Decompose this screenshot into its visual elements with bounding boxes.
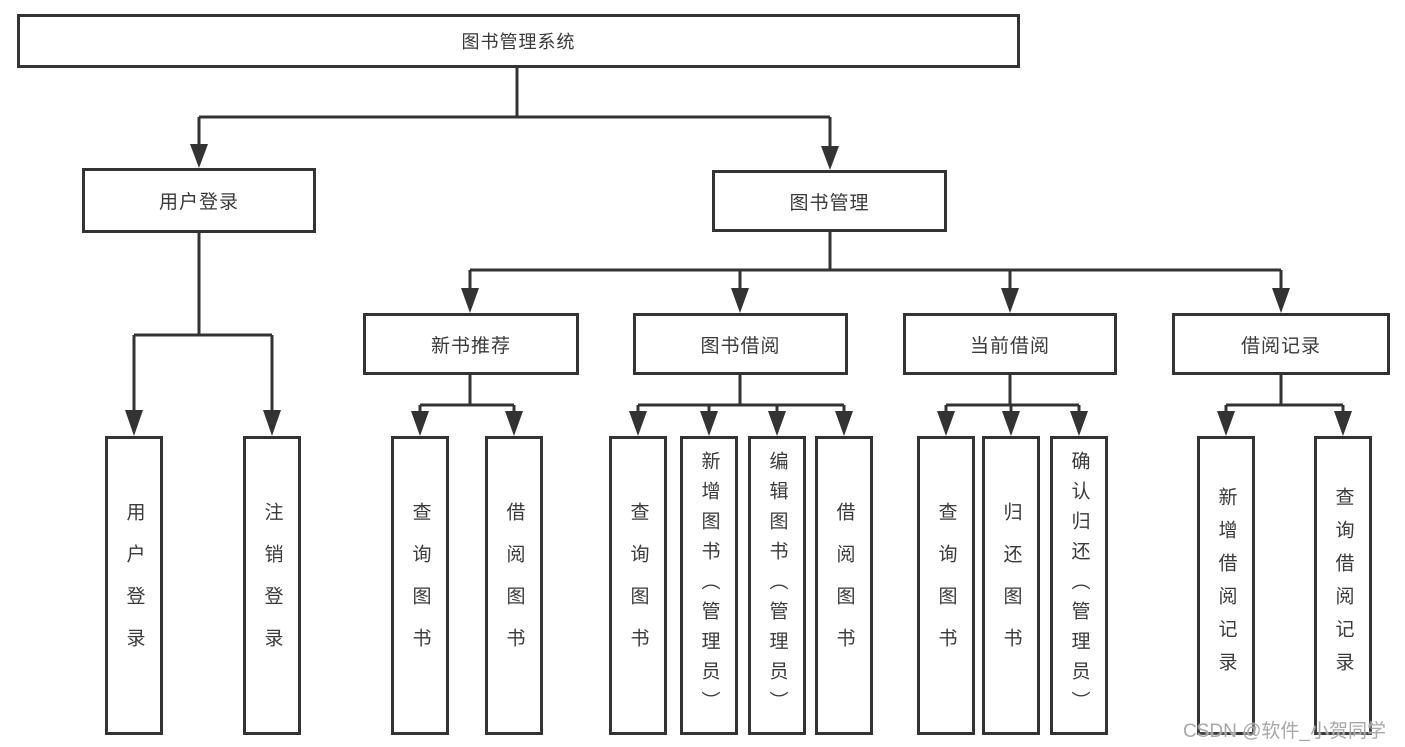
node-current-borrow: 当前借阅: [903, 313, 1117, 375]
leaf-records-add-borrow-record: 新增借阅记录: [1197, 436, 1255, 735]
node-label: 用户登录: [123, 501, 145, 670]
node-label: 查询图书: [627, 501, 649, 670]
node-label: 新书推荐: [430, 335, 511, 357]
leaf-records-query-borrow-record: 查询借阅记录: [1314, 436, 1372, 735]
node-label: 确认归还（管理员）: [1068, 450, 1090, 721]
node-label: 图书借阅: [700, 335, 781, 357]
leaf-recommend-query-books: 查询图书: [391, 436, 449, 735]
connector-current-borrow-to-leaves: [937, 375, 1088, 436]
node-label: 编辑图书（管理员）: [766, 450, 788, 721]
connector-root-to-level2: [190, 68, 839, 170]
leaf-borrow-add-books-admin: 新增图书（管理员）: [680, 436, 738, 735]
node-label: 注销登录: [261, 501, 283, 670]
node-label: 查询借阅记录: [1332, 486, 1354, 685]
node-label: 用户登录: [158, 192, 239, 213]
leaf-borrow-edit-books-admin: 编辑图书（管理员）: [748, 436, 806, 735]
node-label: 图书管理: [789, 192, 870, 214]
connector-new-book-recommend-to-leaves: [411, 375, 523, 436]
node-label: 查询图书: [409, 501, 431, 670]
connector-book-borrow-to-leaves: [629, 375, 853, 436]
leaf-login-user-login: 用户登录: [105, 436, 163, 735]
leaf-borrow-borrow-books: 借阅图书: [815, 436, 873, 735]
node-label: 归还图书: [1000, 501, 1022, 670]
node-user-login: 用户登录: [82, 168, 316, 233]
node-book-borrow: 图书借阅: [633, 313, 848, 375]
node-book-management: 图书管理: [712, 170, 947, 232]
leaf-current-confirm-return-admin: 确认归还（管理员）: [1050, 436, 1108, 735]
node-label: 借阅记录: [1240, 335, 1321, 357]
node-label: 图书管理系统: [461, 32, 576, 52]
node-label: 借阅图书: [833, 501, 855, 670]
connector-borrow-records-to-leaves: [1217, 375, 1352, 436]
node-new-book-recommend: 新书推荐: [363, 313, 579, 375]
leaf-current-query-books: 查询图书: [917, 436, 975, 735]
watermark-text: CSDN @软件_小贺同学: [1183, 721, 1386, 742]
node-root: 图书管理系统: [17, 14, 1020, 68]
node-borrow-records: 借阅记录: [1172, 313, 1390, 375]
leaf-login-logout: 注销登录: [243, 436, 301, 735]
node-label: 新增图书（管理员）: [698, 450, 720, 721]
leaf-recommend-borrow-books: 借阅图书: [485, 436, 543, 735]
node-label: 新增借阅记录: [1215, 486, 1237, 685]
connector-book-management-to-level3: [461, 232, 1290, 313]
node-label: 查询图书: [935, 501, 957, 670]
node-label: 当前借阅: [969, 335, 1050, 357]
leaf-borrow-query-books: 查询图书: [609, 436, 667, 735]
leaf-current-return-books: 归还图书: [982, 436, 1040, 735]
node-label: 借阅图书: [503, 501, 525, 670]
connector-user-login-to-leaves: [125, 233, 281, 436]
